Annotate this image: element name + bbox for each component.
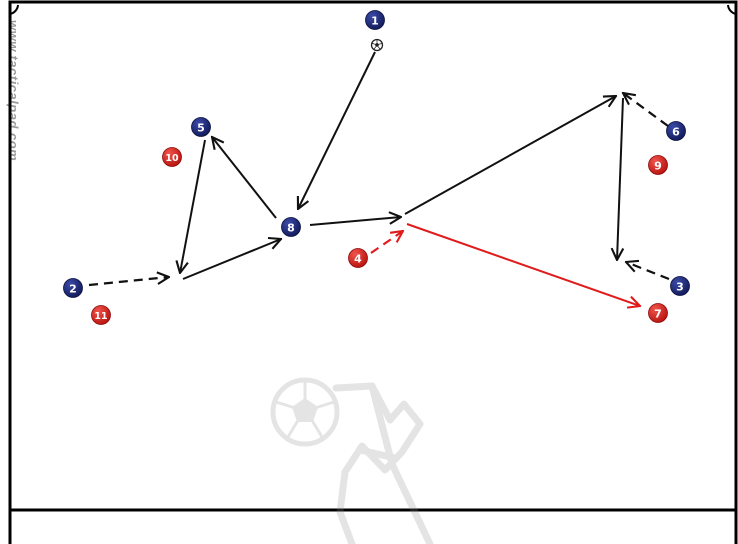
soccer-ball-icon[interactable]: [370, 38, 384, 52]
red-run-to-7: [406, 223, 640, 306]
player-number: 4: [354, 253, 362, 266]
corner-arc-top-right: [727, 4, 737, 15]
player-red-4[interactable]: 4: [348, 248, 368, 268]
player-token: [648, 303, 668, 323]
run-6: [623, 93, 669, 127]
pass-long-up: [404, 96, 616, 215]
pass-to-8: [182, 239, 281, 280]
pass-down-right: [617, 97, 623, 260]
player-red-10[interactable]: 10: [162, 147, 182, 167]
player-token: [281, 217, 301, 237]
run-3: [626, 262, 670, 281]
run-4: [370, 231, 403, 254]
player-blue-1[interactable]: 1: [365, 10, 385, 30]
player-token: [63, 278, 83, 298]
player-token: [666, 121, 686, 141]
player-number: 5: [197, 122, 205, 135]
movement-arrows: [88, 51, 670, 306]
corner-arc-top-left: [9, 4, 19, 15]
player-number: 3: [676, 281, 684, 294]
player-number: 9: [654, 160, 662, 173]
tacticalpad-logo-icon: [270, 377, 434, 544]
player-token: [162, 147, 182, 167]
player-number: 6: [672, 126, 680, 139]
player-red-9[interactable]: 9: [648, 155, 668, 175]
pass-8-to-5: [212, 137, 277, 219]
player-blue-5[interactable]: 5: [191, 117, 211, 137]
player-token: [670, 276, 690, 296]
player-number: 2: [69, 283, 77, 296]
player-token: [365, 10, 385, 30]
pass-8-right: [309, 217, 401, 226]
player-number: 1: [371, 15, 379, 28]
run-2: [88, 277, 169, 287]
player-number: 11: [94, 311, 107, 322]
pass-5-down: [180, 139, 206, 273]
player-number: 8: [287, 222, 295, 235]
player-token: [191, 117, 211, 137]
player-blue-2[interactable]: 2: [63, 278, 83, 298]
player-number: 10: [165, 153, 179, 164]
player-token: [648, 155, 668, 175]
pitch-boundary: [8, 0, 738, 512]
player-blue-8[interactable]: 8: [281, 217, 301, 237]
player-blue-6[interactable]: 6: [666, 121, 686, 141]
player-token: [91, 305, 111, 325]
player-red-11[interactable]: 11: [91, 305, 111, 325]
pass-1-to-8: [298, 51, 376, 209]
player-red-7[interactable]: 7: [648, 303, 668, 323]
player-token: [348, 248, 368, 268]
player-blue-3[interactable]: 3: [670, 276, 690, 296]
player-number: 7: [654, 308, 662, 321]
